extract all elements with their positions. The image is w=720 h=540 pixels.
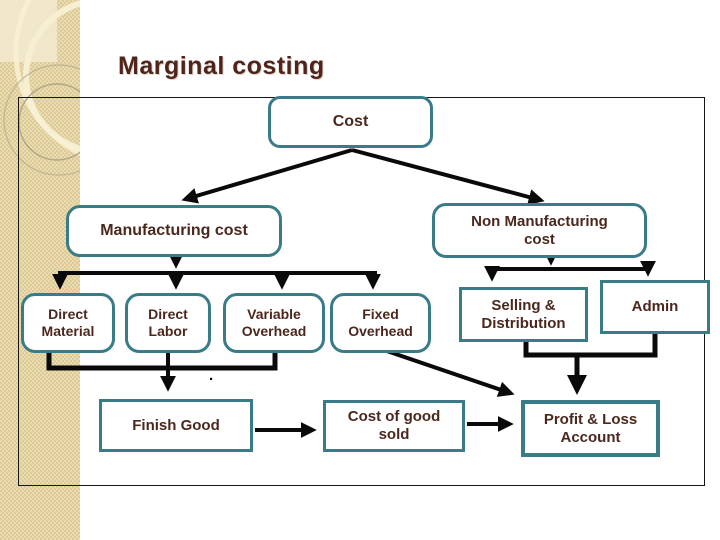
node-direct-labor: Direct Labor [125,293,211,353]
node-non-manufacturing-cost-label: Non Manufacturing cost [471,212,608,248]
node-selling-distribution: Selling & Distribution [459,287,588,342]
node-finish-good-label: Finish Good [132,416,220,434]
node-cost-of-good-sold-label: Cost of good sold [347,408,441,443]
node-fixed-overhead: Fixed Overhead [330,293,431,353]
node-cost: Cost [268,96,433,148]
node-direct-material-label: Direct Material [41,306,95,339]
decorative-circles-icon [0,0,80,176]
node-manufacturing-cost: Manufacturing cost [66,205,282,257]
node-admin: Admin [600,280,710,334]
node-admin-label: Admin [631,298,679,316]
node-fixed-overhead-label: Fixed Overhead [348,306,413,339]
node-finish-good: Finish Good [99,399,253,452]
node-direct-labor-label: Direct Labor [148,306,188,339]
node-variable-overhead-label: Variable Overhead [241,306,307,339]
left-decorative-stripe [0,0,80,540]
page-title: Marginal costing [118,52,325,80]
node-variable-overhead: Variable Overhead [223,293,325,353]
node-profit-loss-account: Profit & Loss Account [521,400,660,457]
node-cost-label: Cost [332,112,369,130]
node-direct-material: Direct Material [21,293,115,353]
stray-dot: . [209,367,214,384]
node-cost-of-good-sold: Cost of good sold [323,400,465,452]
node-manufacturing-cost-label: Manufacturing cost [100,221,248,239]
node-selling-distribution-label: Selling & Distribution [481,296,566,332]
node-profit-loss-account-label: Profit & Loss Account [543,410,638,446]
node-non-manufacturing-cost: Non Manufacturing cost [432,203,647,258]
